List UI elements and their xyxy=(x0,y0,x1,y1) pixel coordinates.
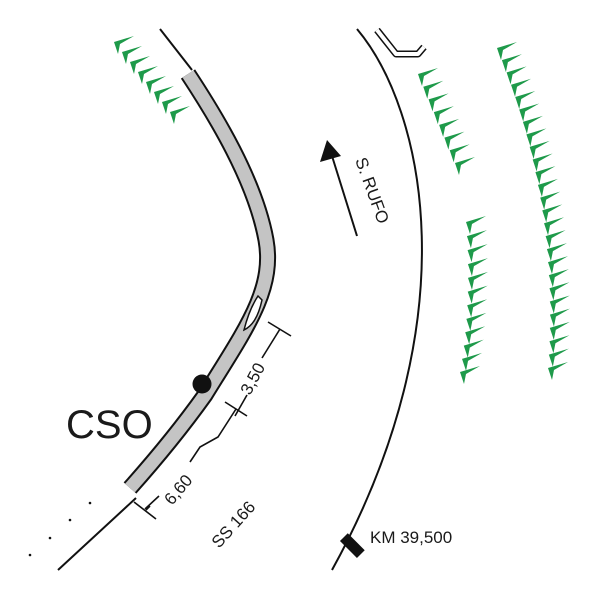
vegetation-triangle xyxy=(467,244,488,263)
direction-label: S. RUFO xyxy=(351,155,392,226)
vegetation-triangle xyxy=(522,115,543,134)
dimension-lower-label: 6,60 xyxy=(161,471,197,509)
vegetation-triangle xyxy=(467,258,488,277)
vegetation-triangle xyxy=(467,299,488,318)
vegetation-triangle xyxy=(423,80,444,99)
dotted-line xyxy=(28,501,92,557)
vegetation-triangle xyxy=(526,128,547,147)
vegetation-triangle xyxy=(548,256,568,275)
vegetation-triangle xyxy=(418,68,438,86)
vegetation-triangle xyxy=(540,191,561,210)
vegetation-triangle xyxy=(545,230,566,249)
vegetation-triangle xyxy=(542,204,563,223)
vegetation-triangle xyxy=(549,308,570,327)
vegetation-triangle xyxy=(546,243,567,262)
vegetation-triangle xyxy=(467,285,488,304)
vegetation-triangle xyxy=(501,54,522,73)
vegetation-triangle xyxy=(549,321,570,340)
vegetation-triangle xyxy=(515,91,536,110)
lane-band xyxy=(125,70,275,493)
vegetation-triangle xyxy=(146,76,166,94)
vegetation-triangle xyxy=(439,118,460,137)
kilometer-label: KM 39,500 xyxy=(370,528,452,547)
vegetation-triangle xyxy=(428,93,449,112)
vegetation-triangle xyxy=(462,352,483,371)
vegetation-triangle xyxy=(548,269,569,288)
vegetation-triangle xyxy=(532,153,553,172)
vegetation-triangle xyxy=(449,144,470,163)
vegetation-triangle xyxy=(122,46,142,64)
vegetation-triangle xyxy=(162,96,182,114)
vegetation-triangle xyxy=(549,282,570,301)
location-label: CSO xyxy=(66,403,153,447)
vegetation-triangle xyxy=(455,157,475,175)
vegetation-triangle xyxy=(511,78,532,97)
vegetation-triangle xyxy=(535,166,556,185)
vegetation-triangle xyxy=(154,86,174,104)
vegetation-triangle xyxy=(463,339,484,358)
vegetation-triangle xyxy=(467,271,488,290)
outer-road-edge xyxy=(331,28,423,571)
vegetation-triangle xyxy=(549,295,570,314)
road-label: SS 166 xyxy=(208,498,259,552)
vegetation-triangle xyxy=(466,230,487,249)
km-marker-icon xyxy=(339,533,365,559)
dimension-upper-label: 3,50 xyxy=(237,360,269,398)
vegetation-triangle xyxy=(506,66,527,85)
vegetation-triangle xyxy=(519,103,540,122)
point-marker-icon xyxy=(192,374,212,394)
vegetation-triangle xyxy=(466,312,487,331)
vegetation-triangle xyxy=(548,362,568,380)
curb-shape-inner xyxy=(375,28,426,56)
vegetation-triangle xyxy=(460,366,480,384)
vegetation-triangle xyxy=(529,140,550,159)
vegetation-triangle xyxy=(548,348,569,367)
vegetation-triangle xyxy=(549,335,570,354)
vegetation-markers xyxy=(114,36,570,384)
vegetation-triangle xyxy=(465,326,486,345)
lane-island xyxy=(242,294,263,332)
vegetation-triangle xyxy=(114,36,134,54)
vegetation-triangle xyxy=(497,42,517,60)
vegetation-triangle xyxy=(466,216,486,234)
inner-road-edge xyxy=(159,28,193,71)
inner-road-edge-lower xyxy=(57,497,137,571)
vegetation-triangle xyxy=(537,178,558,197)
vegetation-triangle xyxy=(130,56,150,74)
dimension-lines xyxy=(133,321,292,520)
vegetation-triangle xyxy=(138,66,158,84)
vegetation-triangle xyxy=(544,217,565,236)
arrow-up-left-icon xyxy=(320,140,358,237)
vegetation-triangle xyxy=(433,106,454,125)
vegetation-triangle xyxy=(444,131,465,150)
vegetation-triangle xyxy=(170,106,190,124)
